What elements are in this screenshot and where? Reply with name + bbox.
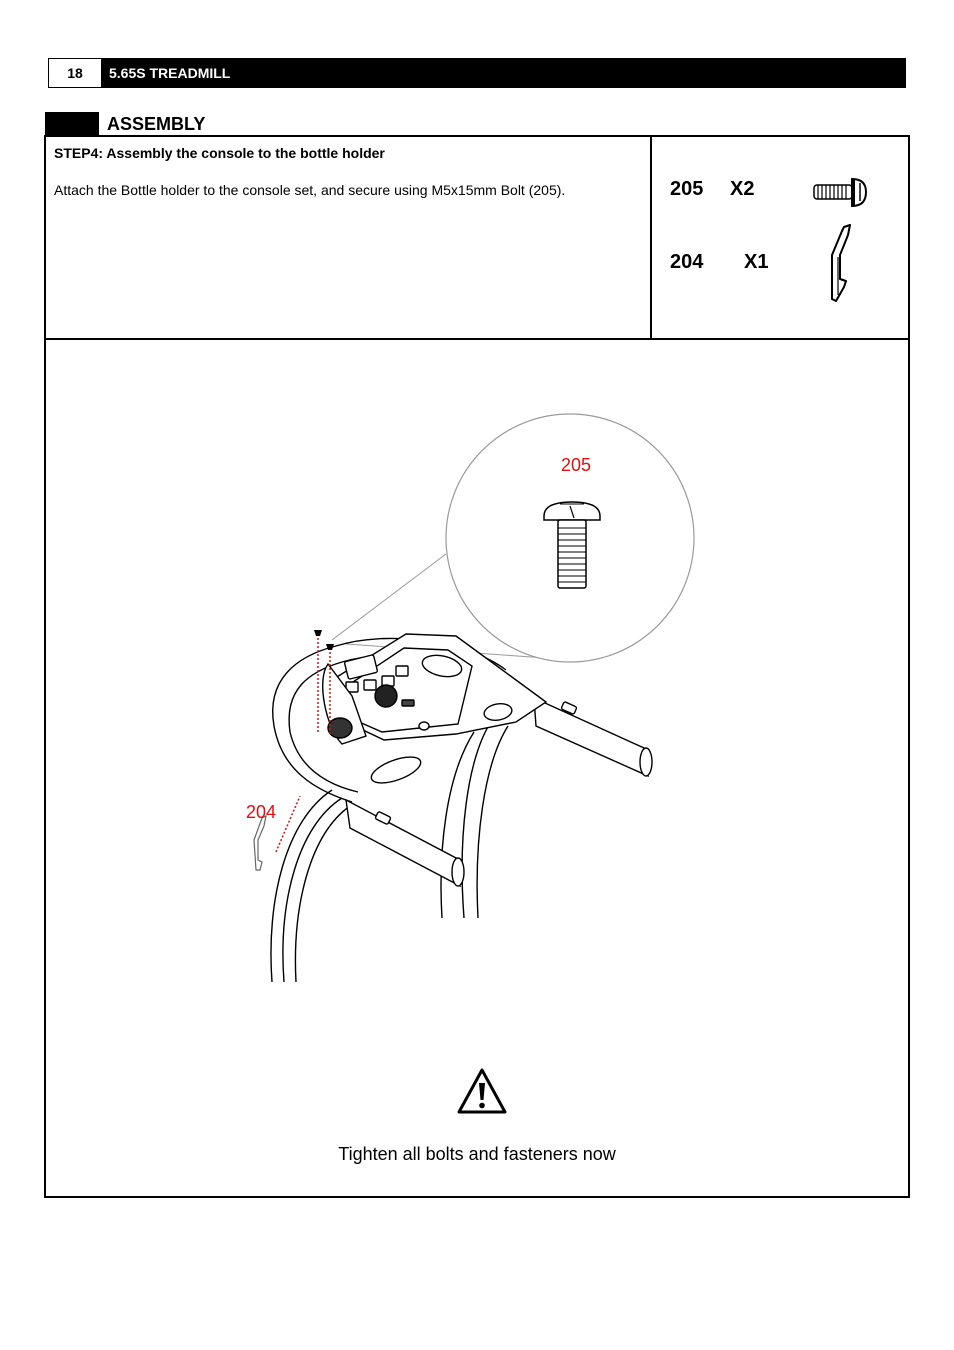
section-tab-marker: [45, 112, 99, 136]
right-side-handle: [533, 696, 653, 778]
callout-label-holder: 204: [246, 802, 276, 822]
bolt-detail-icon: [543, 501, 601, 589]
part-number-holder: 204: [670, 251, 704, 273]
console-assembly: [322, 633, 548, 784]
column-divider: [650, 137, 652, 340]
detail-leader-line: [331, 553, 447, 641]
left-side-handle: [345, 798, 465, 888]
callout-label-bolt: 205: [561, 455, 591, 475]
section-title: ASSEMBLY: [107, 114, 206, 134]
row-divider: [46, 338, 908, 340]
assembly-diagram: 205: [246, 413, 695, 983]
page-header: 18 5.65S TREADMILL: [48, 58, 906, 88]
part-number-bolt: 205: [670, 178, 704, 200]
bottle-holder-exploded: [253, 814, 267, 871]
holder-insertion-line: [275, 795, 301, 853]
step-description: Attach the Bottle holder to the console …: [54, 182, 566, 198]
bolt-icon: [813, 177, 868, 208]
bottle-holder-bracket-icon: [831, 224, 851, 302]
page-number: 18: [49, 59, 103, 87]
part-quantity-holder: X1: [744, 251, 769, 273]
treadmill-upright-frame: [270, 719, 509, 983]
part-quantity-bolt: X2: [730, 178, 755, 200]
step-title: STEP4: Assembly the console to the bottl…: [54, 145, 385, 161]
assembly-step-frame: STEP4: Assembly the console to the bottl…: [44, 135, 910, 1198]
caution-message: Tighten all bolts and fasteners now: [338, 1144, 616, 1164]
document-title: 5.65S TREADMILL: [109, 65, 231, 81]
bolt-insertion-markers: [314, 630, 334, 736]
warning-triangle-icon: [457, 1068, 507, 1114]
